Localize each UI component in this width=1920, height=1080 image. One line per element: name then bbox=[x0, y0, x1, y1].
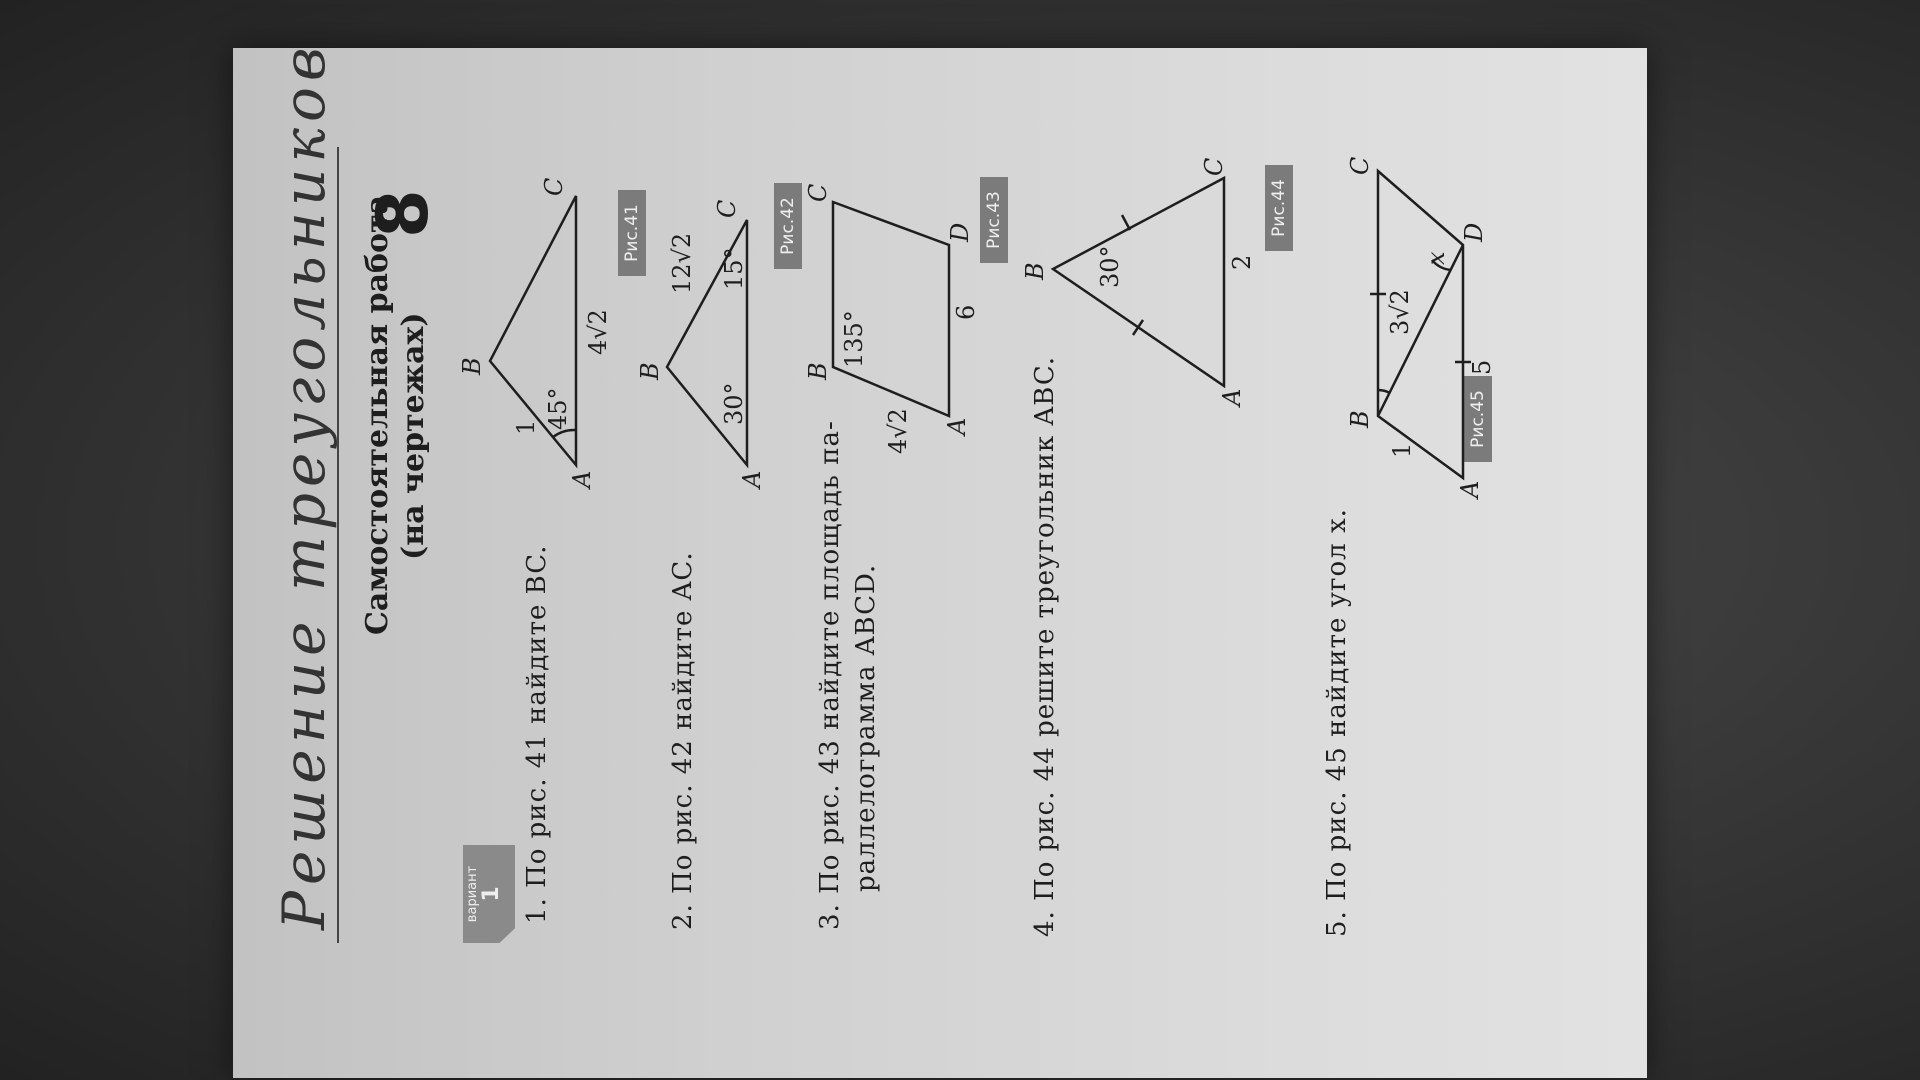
tick-mark-bc bbox=[1120, 214, 1132, 231]
side-ab-label: 4√2 bbox=[884, 408, 912, 454]
side-bc-label: 12√2 bbox=[668, 233, 696, 294]
figure-43-parallelogram: A B C D 135° 4√2 6 bbox=[804, 184, 980, 454]
angle-b-label: 30° bbox=[1096, 245, 1124, 288]
vertex-c: C bbox=[1200, 158, 1228, 176]
angle-a-label: 30° bbox=[720, 382, 748, 425]
vertex-b: B bbox=[804, 362, 832, 381]
diagonal-bd bbox=[1376, 244, 1465, 417]
trapezoid-abcd bbox=[1376, 168, 1465, 481]
vertex-b: B bbox=[1021, 262, 1049, 281]
triangle-abc bbox=[488, 195, 578, 469]
angle-arc-b bbox=[1377, 388, 1391, 395]
side-ac-label: 4√2 bbox=[584, 309, 612, 355]
side-bd-label: 3√2 bbox=[1386, 289, 1414, 335]
vertex-c: C bbox=[713, 200, 741, 218]
vertex-b: B bbox=[1346, 410, 1374, 429]
vertex-a: A bbox=[1218, 389, 1246, 408]
vertex-d: D bbox=[946, 223, 974, 243]
angle-b-label: 135° bbox=[840, 310, 868, 368]
figure-41-triangle: A B C 1 45° 4√2 bbox=[458, 178, 612, 490]
tick-mark-ab bbox=[1131, 319, 1145, 336]
vertex-a: A bbox=[738, 471, 766, 490]
vertex-c: C bbox=[1346, 157, 1374, 175]
angle-c-label: 15° bbox=[720, 247, 748, 290]
parallelogram-abcd bbox=[831, 200, 951, 418]
side-ac-label: 2 bbox=[1228, 255, 1256, 270]
triangle-abc bbox=[665, 219, 749, 469]
vertex-c: C bbox=[804, 184, 832, 202]
vertex-a: A bbox=[943, 418, 971, 437]
angle-x-label: x bbox=[1422, 251, 1450, 265]
figure-42-triangle: A B C 30° 15° 12√2 bbox=[636, 200, 766, 490]
side-ad-label: 5 bbox=[1468, 360, 1496, 375]
side-ab-label: 1 bbox=[512, 420, 540, 435]
vertex-d: D bbox=[1460, 223, 1488, 243]
triangle-abc bbox=[1050, 175, 1226, 389]
vertex-b: B bbox=[636, 362, 664, 381]
figure-45-trapezoid: A B C D 1 3√2 x 5 bbox=[1346, 157, 1496, 500]
vertex-a: A bbox=[1456, 481, 1484, 500]
vertex-a: A bbox=[568, 471, 596, 490]
angle-a-label: 45° bbox=[544, 387, 572, 430]
side-ab-label: 1 bbox=[1388, 443, 1416, 458]
side-ad-label: 6 bbox=[952, 305, 980, 320]
angle-arc bbox=[552, 428, 577, 439]
vertex-c: C bbox=[540, 178, 568, 196]
angle-arc-d bbox=[1431, 259, 1452, 272]
figure-44-triangle: A B C 30° 2 bbox=[1021, 158, 1256, 408]
vertex-b: B bbox=[458, 357, 486, 376]
